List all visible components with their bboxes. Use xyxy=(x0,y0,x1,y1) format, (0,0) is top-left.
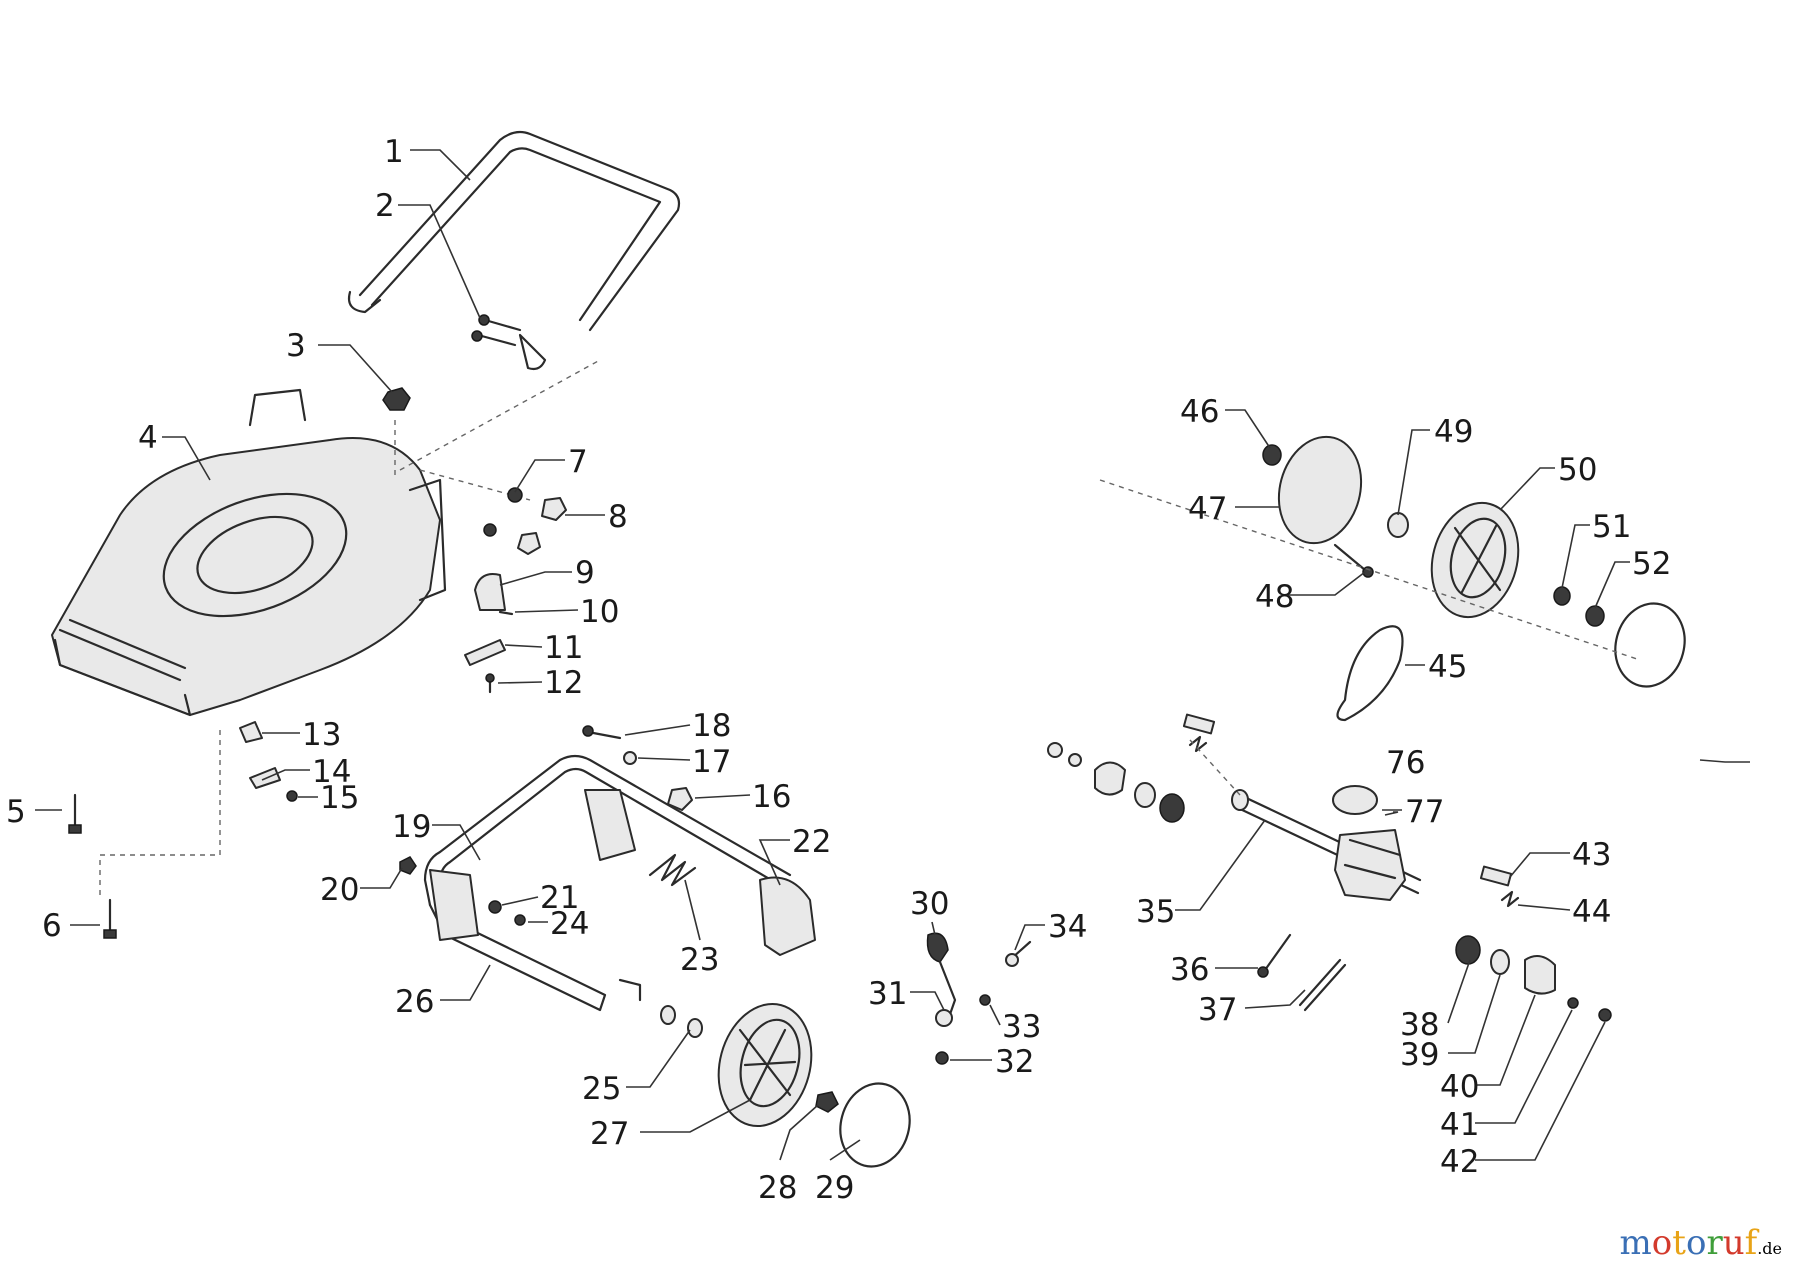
part-7-8-nuts xyxy=(483,487,567,555)
part-2-bolts xyxy=(471,314,547,371)
label-35: 35 xyxy=(1136,894,1175,930)
label-30: 30 xyxy=(910,886,949,922)
part-20-21-24-hardware xyxy=(399,856,526,926)
part-10-screw xyxy=(498,610,514,616)
label-3: 3 xyxy=(286,328,306,364)
label-45: 45 xyxy=(1428,649,1467,685)
label-22: 22 xyxy=(792,824,831,860)
label-6: 6 xyxy=(42,908,62,944)
label-77: 77 xyxy=(1405,794,1444,830)
label-46: 46 xyxy=(1180,394,1219,430)
part-3-nut xyxy=(382,387,411,411)
part-12-screw xyxy=(485,673,495,694)
leader-lines xyxy=(35,149,1750,1161)
assembly-line xyxy=(99,359,601,900)
label-38: 38 xyxy=(1400,1007,1439,1043)
watermark-letter: u xyxy=(1722,1223,1745,1263)
label-44: 44 xyxy=(1572,894,1611,930)
label-12: 12 xyxy=(544,665,583,701)
part-19-22-26-axle-frame xyxy=(423,754,816,1012)
label-24: 24 xyxy=(550,906,589,942)
watermark-letter: m xyxy=(1619,1223,1652,1263)
label-23: 23 xyxy=(680,942,719,978)
label-9: 9 xyxy=(575,555,595,591)
label-29: 29 xyxy=(815,1170,854,1206)
label-32: 32 xyxy=(995,1044,1034,1080)
part-5-bolt xyxy=(68,793,82,834)
part-6-bolt xyxy=(103,898,117,939)
part-16-18-hardware xyxy=(582,725,693,811)
label-26: 26 xyxy=(395,984,434,1020)
callout-labels: 1 2 3 4 5 6 7 8 9 10 11 12 13 14 15 16 1… xyxy=(6,134,1671,1206)
label-14: 14 xyxy=(312,754,351,790)
watermark-letter: o xyxy=(1651,1223,1673,1263)
part-30-34-height-lever xyxy=(926,932,1032,1065)
watermark-suffix: .de xyxy=(1757,1239,1782,1258)
assembly-line xyxy=(1099,479,1641,796)
label-7: 7 xyxy=(568,444,588,480)
part-35-rear-axle-gearbox xyxy=(1231,785,1422,901)
label-19: 19 xyxy=(392,809,431,845)
part-13-15-hardware xyxy=(239,721,298,802)
label-18: 18 xyxy=(692,708,731,744)
label-76: 76 xyxy=(1386,745,1425,781)
label-33: 33 xyxy=(1002,1009,1041,1045)
watermark-letter: o xyxy=(1685,1223,1707,1263)
label-31: 31 xyxy=(868,976,907,1012)
label-2: 2 xyxy=(375,188,395,224)
part-27-front-wheel xyxy=(717,1002,813,1128)
label-40: 40 xyxy=(1440,1069,1479,1105)
part-46-52-rear-wheel-set xyxy=(1262,435,1686,688)
label-39: 39 xyxy=(1400,1037,1439,1073)
label-13: 13 xyxy=(302,717,341,753)
part-29-hubcap xyxy=(839,1082,911,1168)
label-50: 50 xyxy=(1558,452,1597,488)
label-15: 15 xyxy=(320,780,359,816)
label-16: 16 xyxy=(752,779,791,815)
part-36-37-parts xyxy=(1257,933,1347,1012)
label-37: 37 xyxy=(1198,992,1237,1028)
watermark-letter: t xyxy=(1672,1223,1686,1263)
label-42: 42 xyxy=(1440,1144,1479,1180)
drive-parts xyxy=(1047,713,1216,823)
part-45-belt xyxy=(1336,625,1404,722)
label-41: 41 xyxy=(1440,1107,1479,1143)
label-11: 11 xyxy=(544,630,583,666)
part-1-handle xyxy=(347,130,681,332)
label-10: 10 xyxy=(580,594,619,630)
label-52: 52 xyxy=(1632,546,1671,582)
part-23-spring xyxy=(648,853,697,887)
label-51: 51 xyxy=(1592,509,1631,545)
label-34: 34 xyxy=(1048,909,1087,945)
part-28-nut xyxy=(815,1091,839,1113)
part-9-bracket xyxy=(474,573,506,611)
part-11-clip xyxy=(464,639,506,666)
label-49: 49 xyxy=(1434,414,1473,450)
label-36: 36 xyxy=(1170,952,1209,988)
watermark-letter: f xyxy=(1744,1223,1758,1263)
label-20: 20 xyxy=(320,872,359,908)
part-25-washers xyxy=(660,1005,703,1038)
label-4: 4 xyxy=(138,420,158,456)
label-28: 28 xyxy=(758,1170,797,1206)
label-21: 21 xyxy=(540,880,579,916)
watermark-letter: r xyxy=(1706,1223,1723,1263)
watermark-logo: motoruf.de xyxy=(1620,1223,1782,1263)
label-25: 25 xyxy=(582,1071,621,1107)
label-48: 48 xyxy=(1255,579,1294,615)
label-17: 17 xyxy=(692,744,731,780)
part-38-42-pulley-parts xyxy=(1455,935,1612,1022)
part-43-44-key-spring xyxy=(1479,865,1520,908)
label-5: 5 xyxy=(6,794,26,830)
label-8: 8 xyxy=(608,499,628,535)
label-43: 43 xyxy=(1572,837,1611,873)
watermark-text: motoruf xyxy=(1620,1223,1758,1263)
label-47: 47 xyxy=(1188,491,1227,527)
label-1: 1 xyxy=(384,134,404,170)
part-4-deck xyxy=(51,388,447,717)
label-27: 27 xyxy=(590,1116,629,1152)
